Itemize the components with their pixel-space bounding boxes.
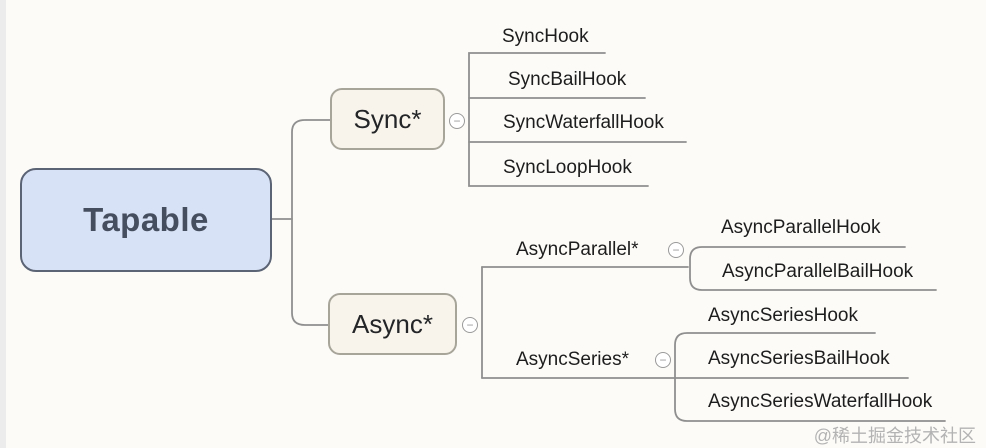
node-async-label: Async*: [352, 308, 433, 339]
screen-edge: [0, 0, 6, 448]
node-asyncserieshook[interactable]: AsyncSeriesHook: [708, 305, 858, 326]
node-sync-label: Sync*: [353, 103, 422, 134]
node-syncwaterfallhook[interactable]: SyncWaterfallHook: [503, 112, 664, 133]
node-tapable[interactable]: Tapable: [20, 168, 272, 272]
collapse-minus-icon-sync[interactable]: −: [449, 113, 465, 129]
watermark-text: @稀土掘金技术社区: [813, 426, 976, 446]
node-async[interactable]: Async*: [328, 293, 457, 355]
sync-children-trunk: [468, 52, 649, 187]
collapse-minus-icon-async[interactable]: −: [462, 317, 478, 333]
node-asyncparallel[interactable]: AsyncParallel*: [516, 239, 639, 260]
async-parallel-children-bracket: [689, 246, 937, 291]
node-asyncparallelbailhook[interactable]: AsyncParallelBailHook: [722, 261, 914, 282]
node-sync[interactable]: Sync*: [330, 88, 445, 150]
node-synchook[interactable]: SyncHook: [502, 26, 589, 47]
node-asyncserieswaterfallhook[interactable]: AsyncSeriesWaterfallHook: [708, 391, 933, 412]
node-syncbailhook[interactable]: SyncBailHook: [508, 69, 627, 90]
async-series-children-bracket: [674, 332, 946, 422]
node-syncloophook[interactable]: SyncLoopHook: [503, 157, 632, 178]
node-asyncseriesbailhook[interactable]: AsyncSeriesBailHook: [708, 348, 890, 369]
node-asyncparallelhook[interactable]: AsyncParallelHook: [721, 217, 881, 238]
collapse-minus-icon-async-series[interactable]: −: [655, 352, 671, 368]
node-asyncseries[interactable]: AsyncSeries*: [516, 349, 629, 370]
root-branch-trunk: [291, 119, 331, 326]
collapse-minus-icon-async-parallel[interactable]: −: [668, 242, 684, 258]
node-tapable-label: Tapable: [83, 201, 209, 238]
